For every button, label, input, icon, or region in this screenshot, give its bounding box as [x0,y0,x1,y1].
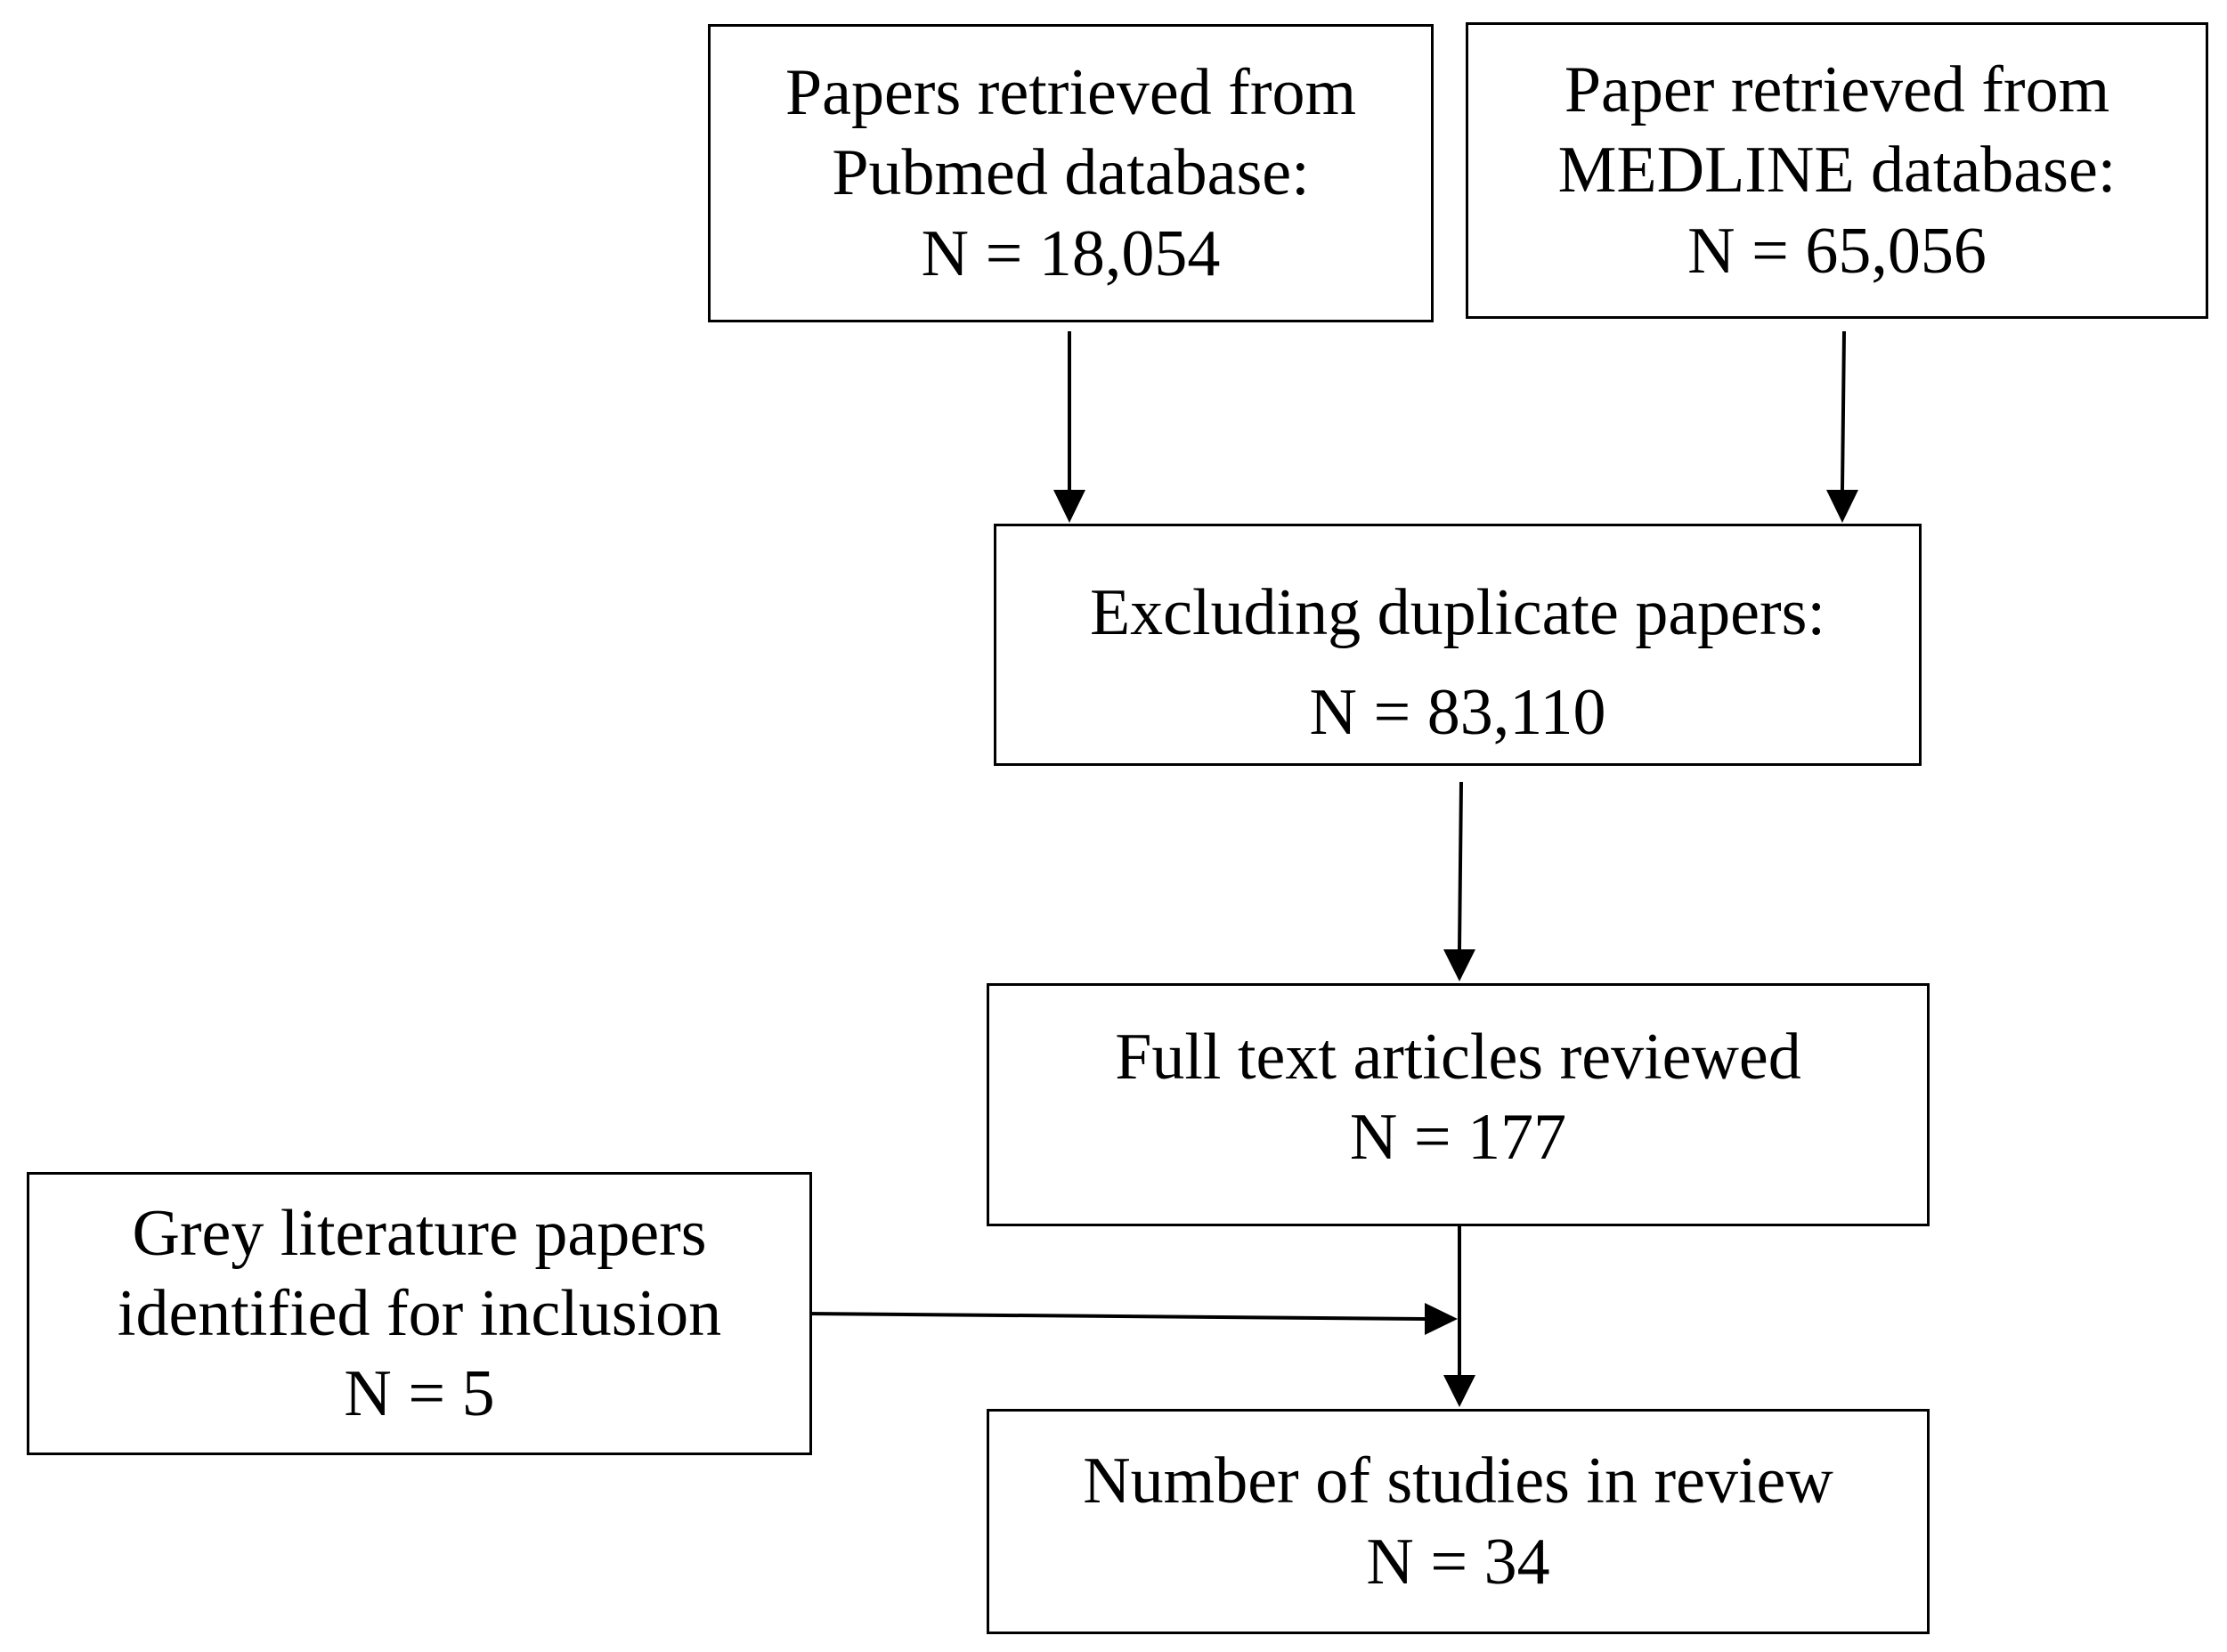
medline-count: N = 65,056 [1687,214,1987,288]
fulltext-line-1: Full text articles reviewed [1115,1021,1801,1094]
medline-line-2: MEDLINE database: [1557,134,2117,208]
dedup-line-1: Excluding duplicate papers: [1089,576,1826,649]
grey-literature-box: Grey literature papers identified for in… [27,1172,812,1455]
arrowhead-dedup-to-fulltext [1443,949,1475,981]
pubmed-box: Papers retrieved from Pubmed database: N… [708,24,1434,322]
final-count: N = 34 [1366,1525,1550,1599]
pubmed-line-1: Papers retrieved from [784,56,1357,130]
final-line-1: Number of studies in review [1083,1444,1833,1518]
arrowhead-grey-to-final [1425,1303,1458,1335]
fulltext-count: N = 177 [1349,1101,1567,1175]
arrowhead-fulltext-to-final [1443,1375,1475,1407]
medline-box: Paper retrieved from MEDLINE database: N… [1466,22,2208,319]
pubmed-line-2: Pubmed database: [832,136,1310,210]
arrowhead-pubmed-to-dedup [1053,490,1085,523]
arrowhead-medline-to-dedup [1826,490,1858,523]
dedup-box: Excluding duplicate papers: N = 83,110 [994,524,1922,766]
arrow-grey-to-final [805,1312,1426,1321]
final-studies-box: Number of studies in review N = 34 [987,1409,1930,1634]
pubmed-count: N = 18,054 [921,216,1221,290]
arrow-medline-to-dedup [1841,330,1846,491]
grey-count: N = 5 [344,1357,495,1431]
fulltext-box: Full text articles reviewed N = 177 [987,983,1930,1226]
grey-line-2: identified for inclusion [117,1276,722,1350]
dedup-count: N = 83,110 [1309,676,1606,750]
grey-line-1: Grey literature papers [132,1196,707,1270]
medline-line-1: Paper retrieved from [1564,53,2110,127]
arrow-dedup-to-fulltext [1458,781,1463,950]
